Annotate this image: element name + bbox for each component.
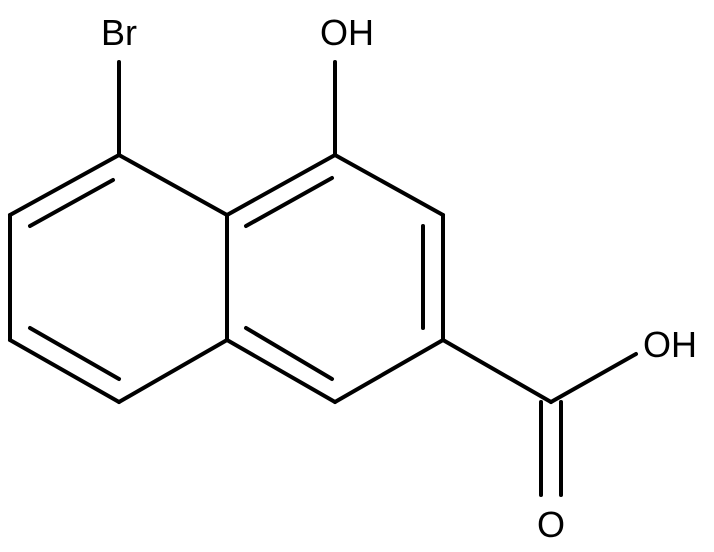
bond-c2-c1 — [333, 338, 445, 404]
atom-label-br: Br — [101, 12, 137, 53]
bond-c1-c8a — [225, 338, 337, 404]
bond-c1-c8a-inner — [244, 326, 334, 381]
left-ring — [8, 153, 229, 404]
bond-c2-cacid — [441, 338, 553, 404]
atom-label-oh-acid: OH — [643, 324, 697, 365]
bond-c4a-c4-inner — [244, 176, 334, 228]
bond-c4-c3 — [333, 153, 445, 217]
bond-c4a-c5 — [117, 153, 229, 217]
bond-c7-c8-inner — [28, 326, 121, 381]
substituent-bonds — [117, 60, 638, 497]
bond-c5-c6 — [8, 153, 121, 217]
atom-label-o-acid: O — [537, 504, 565, 545]
bond-cacid-oh — [549, 352, 638, 404]
atom-label-oh-ring: OH — [320, 12, 374, 53]
bond-c4a-c4 — [225, 153, 337, 217]
bond-c8-c8a — [117, 338, 229, 404]
bond-c5-c6-inner — [28, 178, 115, 228]
bond-c7-c8 — [8, 338, 121, 404]
right-ring — [225, 153, 445, 404]
